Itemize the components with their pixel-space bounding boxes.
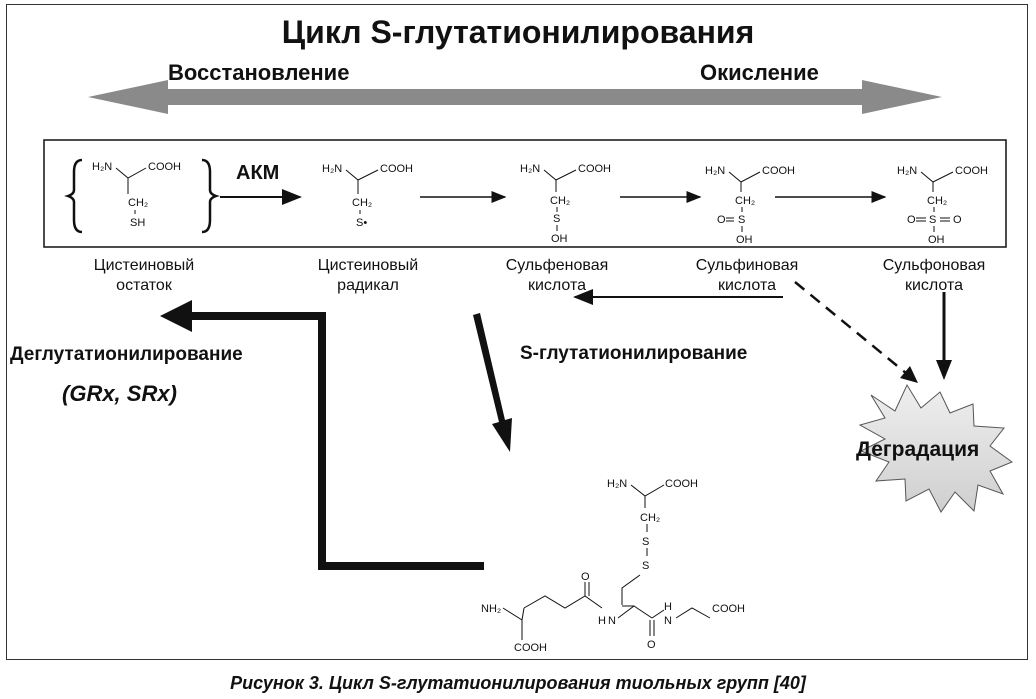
svg-text:CH₂: CH₂ [735, 195, 755, 207]
svg-text:H₂N: H₂N [897, 165, 917, 177]
species-box [43, 139, 1007, 248]
svg-text:S: S [929, 214, 936, 226]
svg-text:CH₂: CH₂ [640, 512, 660, 524]
svg-text:CH₂: CH₂ [352, 197, 372, 209]
reduction-label: Восстановление [168, 60, 350, 85]
svg-text:COOH: COOH [665, 478, 698, 490]
svg-text:OH: OH [928, 234, 945, 246]
svg-text:S: S [738, 214, 745, 226]
svg-text:S•: S• [356, 217, 367, 229]
molecule-sulfenic: H₂N COOH CH₂ S OH [520, 163, 611, 245]
svg-text:S: S [553, 213, 560, 225]
molecule-cysteine: H₂N COOH CH₂ SH [92, 161, 181, 229]
svg-text:O: O [647, 639, 656, 651]
svg-text:O: O [953, 214, 962, 226]
svg-text:CH₂: CH₂ [927, 195, 947, 207]
svg-text:N: N [608, 615, 616, 627]
svg-text:H₂N: H₂N [520, 163, 540, 175]
arrow-deglutathionylation-head [160, 300, 192, 332]
degradation-label: Деградация [856, 438, 980, 461]
molecule-sulfonic: H₂N COOH CH₂ O S O OH [897, 165, 988, 246]
arrow-deglutathionylation [185, 312, 484, 570]
molecule-glutathione-adduct: H₂N COOH CH₂ S S O H N O H N COOH NH₂ CO… [481, 478, 745, 654]
svg-text:OH: OH [736, 234, 753, 246]
svg-text:CH₂: CH₂ [128, 197, 148, 209]
svg-text:SH: SH [130, 217, 145, 229]
svg-text:S: S [642, 536, 649, 548]
degradation-burst [858, 383, 1014, 513]
redox-direction-arrow [88, 80, 942, 114]
oxidation-label: Окисление [700, 60, 819, 85]
svg-text:OH: OH [551, 233, 568, 245]
svg-text:COOH: COOH [148, 161, 181, 173]
diagram-title: Цикл S-глутатионилирования [281, 14, 755, 50]
svg-text:COOH: COOH [380, 163, 413, 175]
svg-text:O: O [581, 571, 590, 583]
deglutathionylation-label: Деглутатионилирование [10, 344, 243, 365]
arrow-dashed-degradation-head [900, 366, 918, 383]
svg-text:COOH: COOH [578, 163, 611, 175]
svg-text:COOH: COOH [955, 165, 988, 177]
arrow-sulfonic-degradation-head [936, 360, 952, 380]
figure-caption: Рисунок 3. Цикл S-глутатионилирования ти… [230, 673, 806, 693]
svg-text:H₂N: H₂N [92, 161, 112, 173]
svg-text:S: S [642, 560, 649, 572]
svg-text:O: O [907, 214, 916, 226]
arrow-to-glutathione [473, 313, 512, 452]
ros-label: АКМ [236, 162, 280, 184]
svg-text:CH₂: CH₂ [550, 195, 570, 207]
svg-text:COOH: COOH [514, 642, 547, 654]
svg-text:NH₂: NH₂ [481, 603, 501, 615]
right-brace [201, 158, 220, 234]
arrow-dashed-degradation [794, 281, 913, 379]
molecule-sulfinic: H₂N COOH CH₂ O S OH [705, 165, 795, 246]
svg-text:H₂N: H₂N [322, 163, 342, 175]
enzymes-label: (GRx, SRx) [62, 381, 177, 406]
svg-text:H₂N: H₂N [607, 478, 627, 490]
left-brace [64, 158, 83, 234]
svg-text:COOH: COOH [712, 603, 745, 615]
svg-text:H: H [598, 615, 606, 627]
svg-text:H: H [664, 601, 672, 613]
svg-text:H₂N: H₂N [705, 165, 725, 177]
svg-text:COOH: COOH [762, 165, 795, 177]
molecule-radical: H₂N COOH CH₂ S• [322, 163, 413, 229]
glutathionylation-label: S-глутатионилирование [520, 343, 748, 364]
svg-text:N: N [664, 615, 672, 627]
svg-text:O: O [717, 214, 726, 226]
